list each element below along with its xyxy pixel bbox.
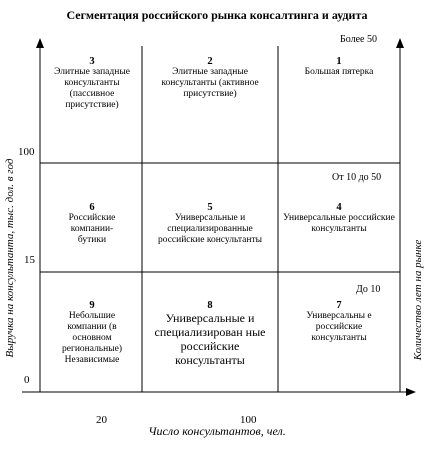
cell-8-text: Универсальные и специализирован ные росс… [154, 311, 266, 367]
cell-1-number: 1 [336, 56, 342, 67]
cell-2-text: Элитные западные консультанты (активное … [161, 67, 259, 99]
cell-7-text: Универсальны е российские консультанты [306, 311, 372, 343]
cell-3-number: 3 [89, 56, 95, 67]
cell-1-text: Большая пятерка [304, 67, 374, 77]
y-tick-100: 100 [18, 146, 35, 158]
cell-8: 8 Универсальные и специализирован ные ро… [146, 300, 274, 367]
cell-7: 7 Универсальны е российские консультанты [282, 300, 396, 344]
cell-3-text: Элитные западные консультанты (пассивное… [54, 67, 130, 110]
cell-5-text: Универсальные и специализированные росси… [157, 213, 263, 245]
cell-2-number: 2 [207, 56, 213, 67]
cell-6: 6 Российские компании-бутики [44, 202, 140, 246]
note-up-to-10: До 10 [356, 284, 381, 295]
cell-5: 5 Универсальные и специализированные рос… [146, 202, 274, 246]
y-axis-label: Выручка на консультанта, тыс. дол. в год [4, 158, 16, 358]
cell-9-text: Небольшие компании (в основном региональ… [61, 311, 122, 365]
cell-9: 9 Небольшие компании (в основном региона… [44, 300, 140, 366]
cell-6-text: Российские компании-бутики [68, 213, 116, 245]
diagram-title: Сегментация российского рынка консалтинг… [66, 8, 368, 22]
note-more-50: Более 50 [340, 34, 377, 45]
cell-2: 2 Элитные западные консультанты (активно… [146, 56, 274, 100]
x-tick-20: 20 [96, 414, 107, 426]
right-axis-arrow [396, 38, 404, 48]
right-axis-label: Количество лет на рынке [412, 239, 424, 361]
cell-6-number: 6 [89, 202, 95, 213]
y-tick-15: 15 [24, 254, 35, 266]
x-axis-arrow [406, 388, 416, 396]
cell-7-number: 7 [336, 300, 342, 311]
cell-1: 1 Большая пятерка [282, 56, 396, 78]
cell-3: 3 Элитные западные консультанты (пассивн… [44, 56, 140, 111]
y-tick-0: 0 [24, 374, 30, 386]
x-axis-label: Число консультантов, чел. [148, 424, 286, 438]
cell-9-number: 9 [89, 300, 95, 311]
x-tick-100: 100 [240, 414, 257, 426]
cell-5-number: 5 [207, 202, 213, 213]
cell-8-number: 8 [207, 300, 213, 311]
cell-4: 4 Универсальные российские консультанты [282, 202, 396, 235]
y-axis-arrow [36, 38, 44, 48]
note-10-50: От 10 до 50 [332, 172, 382, 183]
cell-4-number: 4 [336, 202, 342, 213]
cell-4-text: Универсальные российские консультанты [283, 213, 395, 234]
